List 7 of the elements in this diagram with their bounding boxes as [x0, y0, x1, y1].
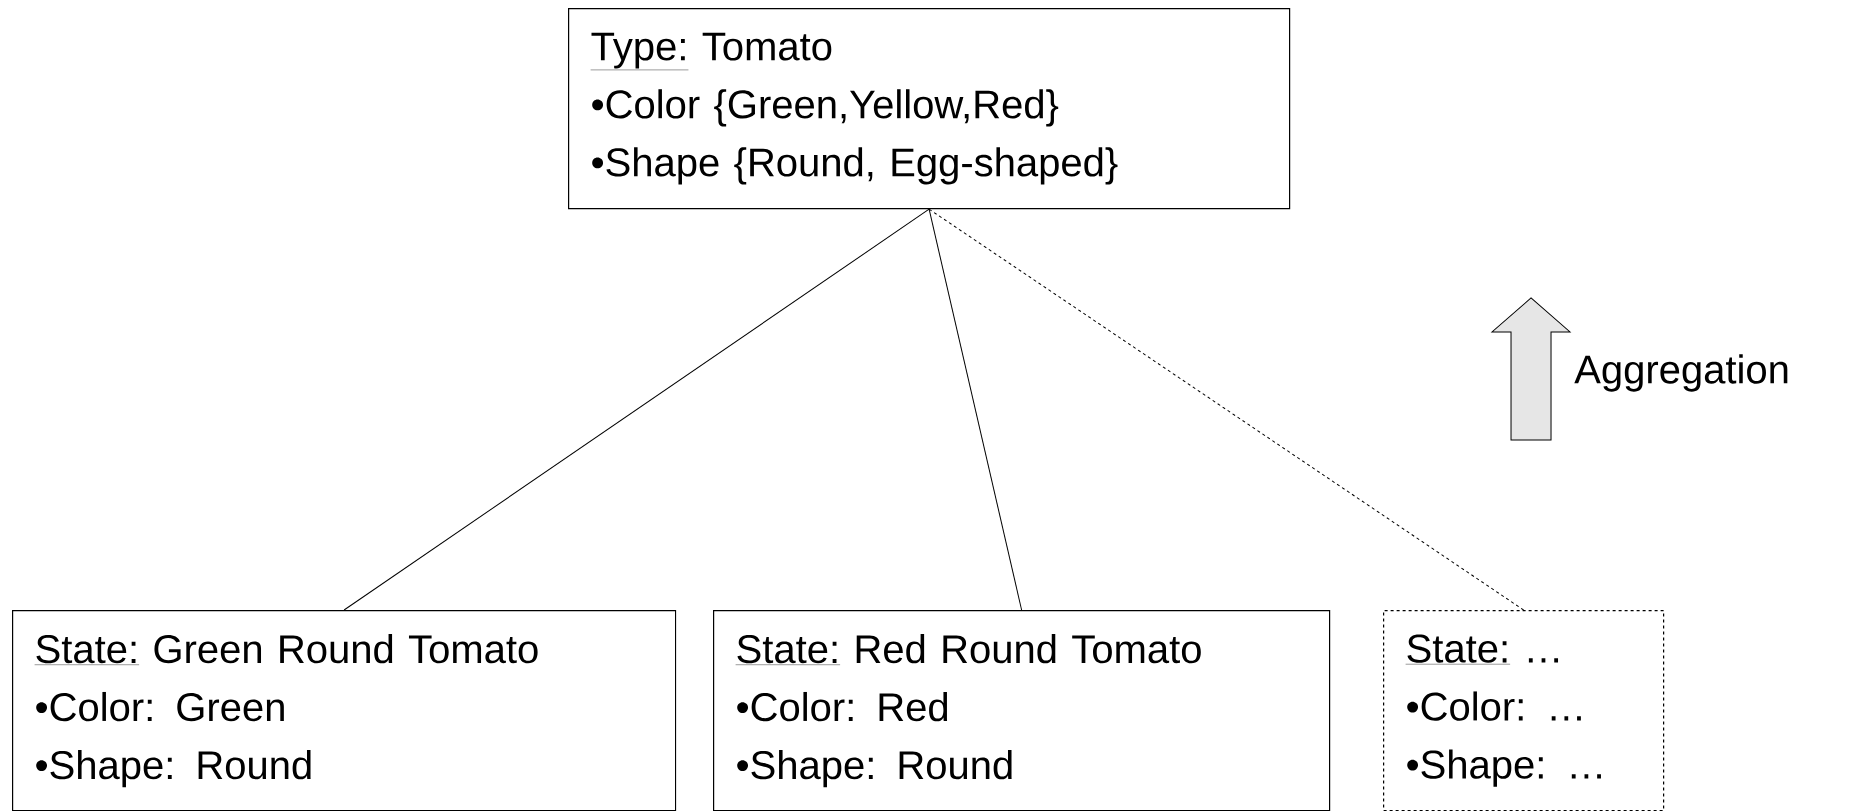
- state-box: State: … •Color: … •Shape: …: [1383, 610, 1665, 811]
- connector-line: [928, 208, 1023, 611]
- state-box: State: Green Round Tomato •Color: Green •Shape: Round: [12, 610, 677, 811]
- arrow-label: Aggregation: [1574, 354, 1788, 392]
- state-box: Type: Tomato •Color {Green,Yellow,Red} •Shape {Round, Egg-shaped}: [568, 8, 1291, 210]
- connector-line: [343, 208, 930, 611]
- state-box: State: Red Round Tomato •Color: Red •Shape: Round: [713, 610, 1331, 811]
